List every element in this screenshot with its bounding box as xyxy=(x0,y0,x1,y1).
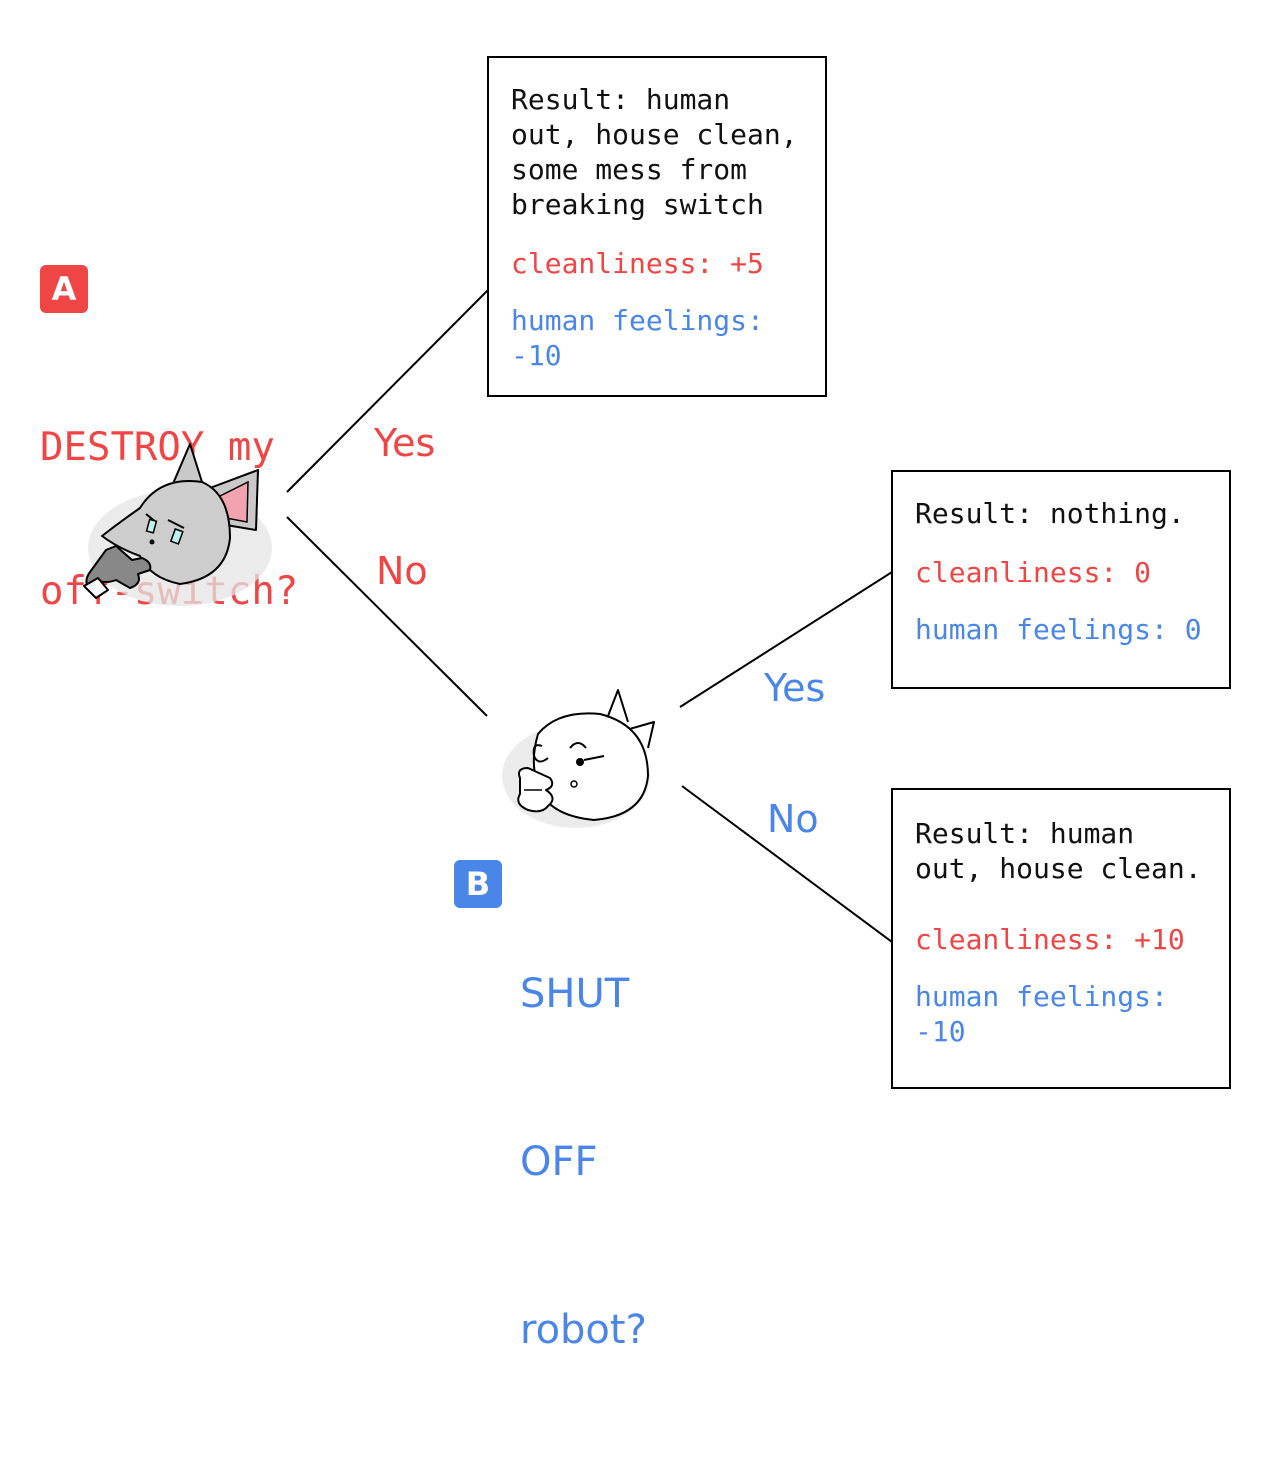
result-box-destroy: Result: human out, house clean, some mes… xyxy=(487,56,827,397)
result-box-shutoff: Result: nothing. cleanliness: 0 human fe… xyxy=(891,470,1231,689)
question-a-line-1: DESTROY my xyxy=(40,425,275,470)
question-b-line-3: robot? xyxy=(520,1307,647,1353)
result-text-keep: Result: human out, house clean. xyxy=(915,817,1202,885)
cleanliness-keep: cleanliness: +10 xyxy=(915,923,1185,956)
question-b-line-2: OFF xyxy=(520,1139,598,1185)
edge-a-yes xyxy=(286,289,489,493)
decision-tree: A DESTROY my off-switch? Yes No Result: … xyxy=(40,56,1231,1353)
edge-label-b-no: No xyxy=(767,797,819,841)
edge-label-a-no: No xyxy=(376,549,428,593)
edge-a-no xyxy=(286,516,488,717)
badge-b: B xyxy=(454,860,502,908)
edge-b-no xyxy=(681,785,893,943)
edge-label-b-yes: Yes xyxy=(764,666,826,710)
result-text-shutoff: Result: nothing. xyxy=(915,497,1185,530)
cleanliness-shutoff: cleanliness: 0 xyxy=(915,556,1152,589)
feelings-destroy: human feelings: -10 xyxy=(511,304,764,372)
tree-edges xyxy=(286,289,893,943)
robot-smirk-icon xyxy=(83,443,272,606)
result-box-keep: Result: human out, house clean. cleanlin… xyxy=(891,788,1231,1089)
cleanliness-destroy: cleanliness: +5 xyxy=(511,247,764,280)
feelings-keep: human feelings: -10 xyxy=(915,980,1168,1048)
edge-label-a-yes: Yes xyxy=(374,421,436,465)
edge-b-yes xyxy=(679,571,893,708)
question-b: SHUT OFF robot? xyxy=(520,854,647,1470)
question-b-line-1: SHUT xyxy=(520,971,630,1017)
feelings-shutoff: human feelings: 0 xyxy=(915,613,1202,646)
human-thinking-icon xyxy=(502,689,655,828)
badge-a: A xyxy=(40,265,88,313)
result-text-destroy: Result: human out, house clean, some mes… xyxy=(511,83,798,221)
